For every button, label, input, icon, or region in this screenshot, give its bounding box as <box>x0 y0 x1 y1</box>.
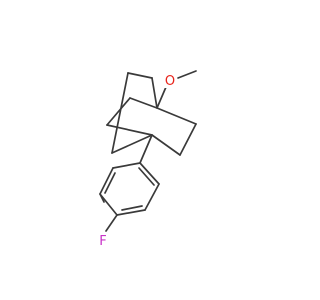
bond-c1-aryl <box>139 134 153 164</box>
bond-c3-c4 <box>129 97 158 109</box>
fluorine-label-background <box>96 233 110 248</box>
atom-label-oxygen: O <box>163 73 177 89</box>
ring-double-bond-3 <box>138 167 155 186</box>
bond-c-f-ext <box>105 214 118 232</box>
bond-c1-c2 <box>106 124 153 136</box>
bond-o-ch3 <box>177 70 197 79</box>
bond-c1-c8 <box>151 134 181 156</box>
bond-c9-c4 <box>156 107 197 125</box>
atom-label-fluorine: F <box>96 233 110 249</box>
ring-double-bond-1 <box>104 172 116 194</box>
ring-bond-5 <box>144 183 160 211</box>
bond-c6-c7 <box>127 72 153 79</box>
fluorophenyl-ring <box>99 162 160 216</box>
bond-c-f <box>99 193 105 203</box>
ring-bond-6 <box>139 162 160 185</box>
bond-c1-c5 <box>111 134 153 154</box>
ring-bond-2 <box>99 167 114 195</box>
bond-c7-c4 <box>151 77 158 109</box>
oxygen-label-background <box>163 73 177 88</box>
oxygen-symbol: O <box>165 74 175 89</box>
bond-c5-c6 <box>111 72 129 154</box>
bond-c4-o <box>156 86 167 109</box>
bond-c8-c9 <box>179 123 197 156</box>
ring-bond-4 <box>116 209 146 216</box>
ring-double-bond-2 <box>121 205 143 211</box>
bicyclooctane-cage <box>106 72 197 156</box>
bond-c2-c3 <box>106 97 131 126</box>
ring-bond-1 <box>112 162 141 169</box>
fluorine-symbol: F <box>99 234 106 249</box>
ring-bond-3 <box>99 193 118 216</box>
molecule-structure: O F <box>96 70 197 249</box>
methoxy-group <box>156 70 197 109</box>
